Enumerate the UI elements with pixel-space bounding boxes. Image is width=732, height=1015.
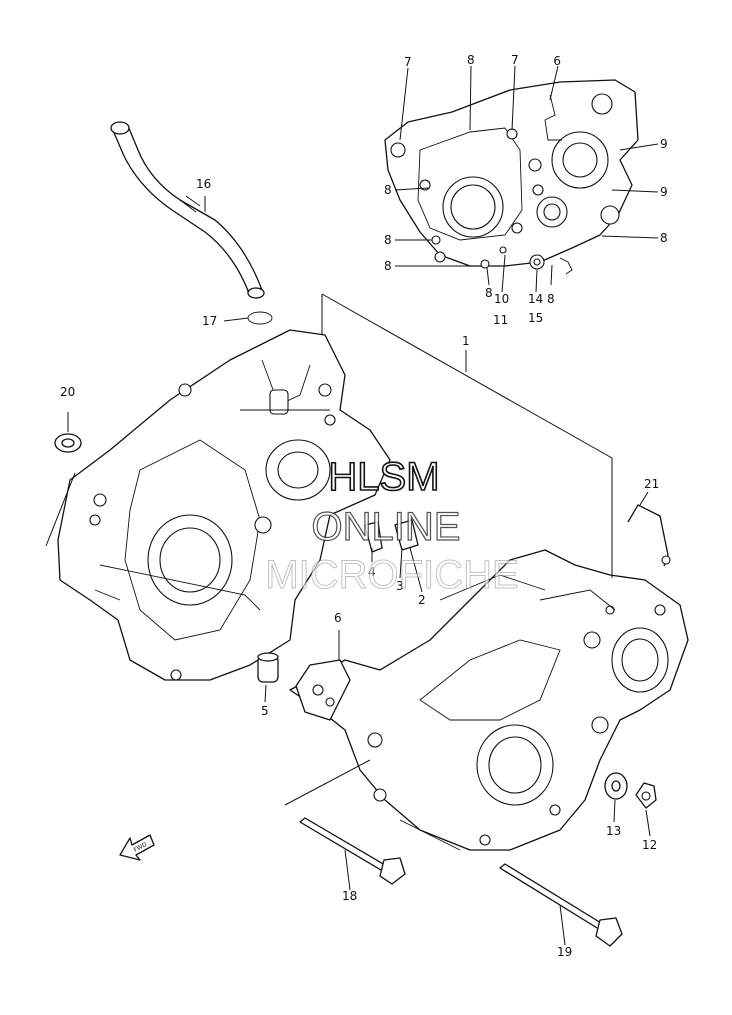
- callout-9: 9: [660, 137, 668, 151]
- callout-9: 9: [660, 185, 668, 199]
- callout-8: 8: [384, 233, 392, 247]
- watermark-line-1: HLSM: [328, 455, 439, 499]
- callout-17: 17: [202, 314, 217, 328]
- callout-12: 12: [642, 838, 657, 852]
- callout-labels: 7 8 7 9 9 8 9 8 8 8 8 10 14 8 11 15 16 1…: [60, 53, 668, 959]
- washer-13: [604, 772, 628, 800]
- callout-8: 8: [660, 231, 668, 245]
- callout-15: 15: [528, 311, 543, 325]
- leader-lines: [45, 65, 659, 946]
- callout-20: 20: [60, 385, 75, 399]
- callout-4: 4: [368, 565, 376, 579]
- callout-5: 5: [261, 704, 269, 718]
- bracket-21: [627, 504, 671, 567]
- oil-seal-20: [54, 433, 82, 453]
- callout-14: 14: [528, 292, 543, 306]
- callout-7: 7: [511, 53, 519, 67]
- callout-8: 8: [467, 53, 475, 67]
- watermark-line-2: ONLINE: [312, 505, 461, 549]
- callout-7: 7: [404, 55, 412, 69]
- callout-6: 6: [334, 611, 342, 625]
- callout-13: 13: [606, 824, 621, 838]
- callout-11: 11: [493, 313, 508, 327]
- callout-18: 18: [342, 889, 357, 903]
- dowel-pin: [257, 652, 279, 683]
- hose-clamp: [247, 311, 273, 325]
- bolt-18: [299, 817, 406, 885]
- right-crankcase-half: [289, 549, 689, 851]
- watermark-line-3: MICROFICHE: [265, 553, 518, 597]
- callout-16: 16: [196, 177, 211, 191]
- callout-2: 2: [418, 593, 426, 607]
- callout-21: 21: [644, 477, 659, 491]
- bolt-4-assembly: [364, 519, 419, 553]
- gasket: [295, 659, 351, 721]
- callout-1: 1: [462, 334, 470, 348]
- callout-10: 10: [494, 292, 509, 306]
- breather-hose: [110, 121, 265, 299]
- nut-12: [635, 782, 657, 809]
- callout-3: 3: [396, 579, 404, 593]
- watermark: HLSM ONLINE MICROFICHE: [265, 454, 519, 597]
- left-crankcase-half: [57, 329, 391, 681]
- callout-8: 8: [384, 183, 392, 197]
- callout-8: 8: [485, 286, 493, 300]
- callout-19: 19: [557, 945, 572, 959]
- bolt-19: [499, 863, 623, 947]
- callout-8: 8: [384, 259, 392, 273]
- forward-arrow-icon: FWD: [119, 834, 155, 861]
- upper-crankcase-view: [384, 79, 639, 275]
- callout-9: 9: [553, 53, 561, 67]
- callout-8: 8: [547, 292, 555, 306]
